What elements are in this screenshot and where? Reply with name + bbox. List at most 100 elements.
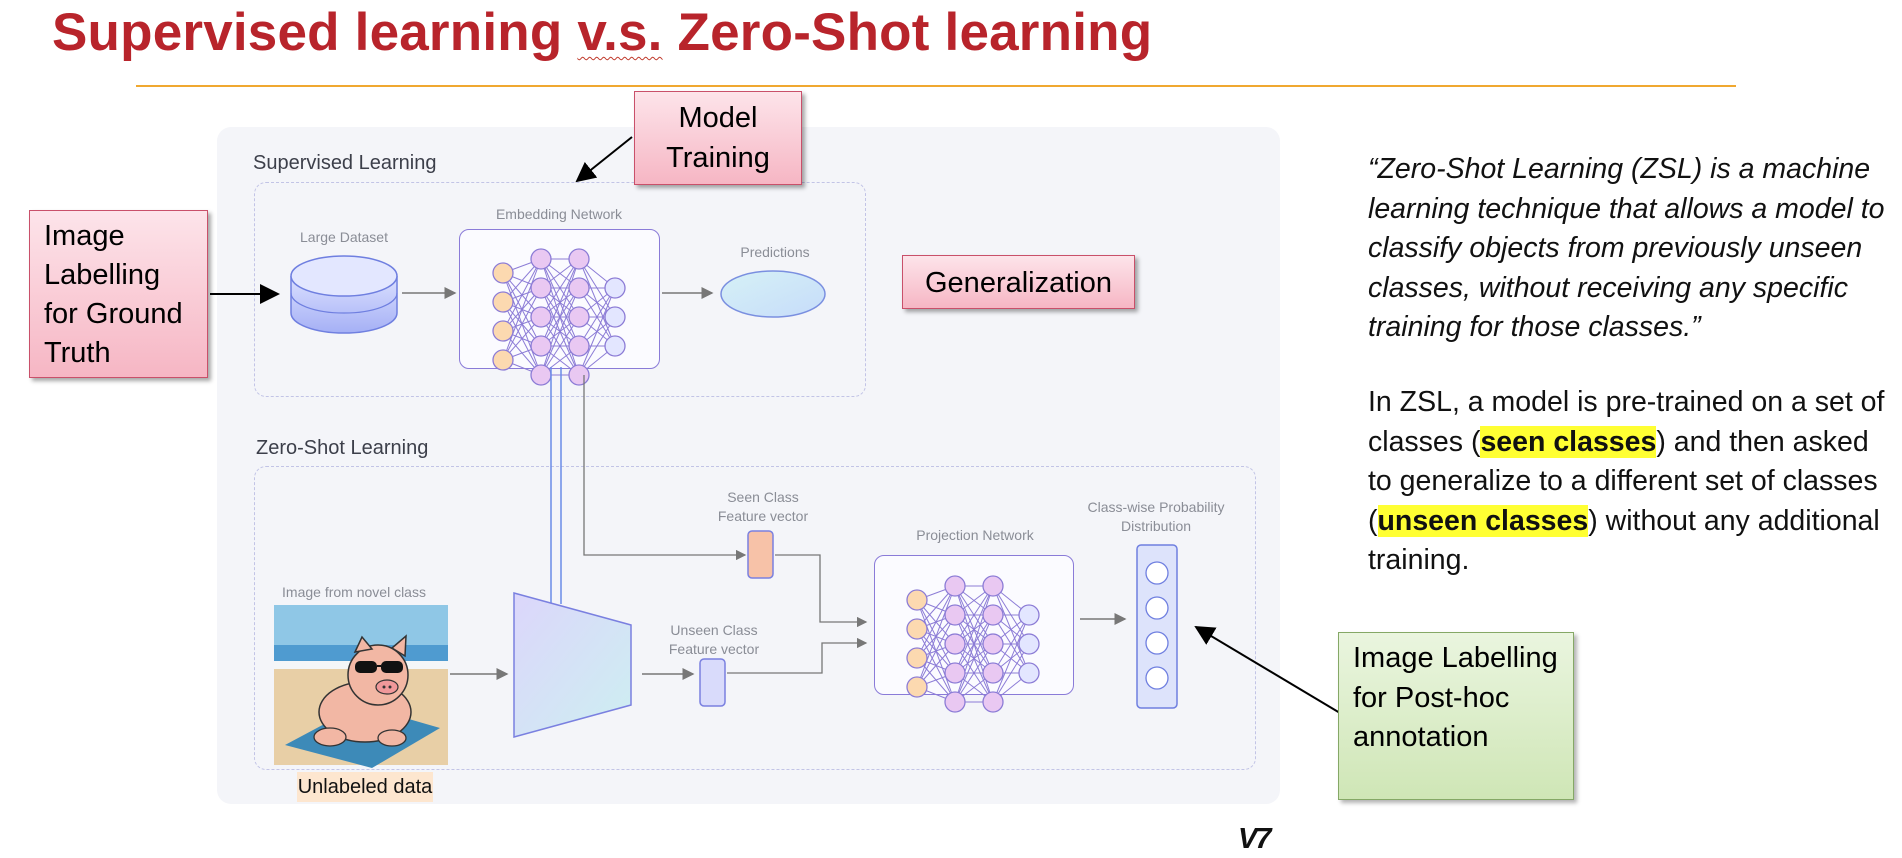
unseen-classes-highlight: unseen classes xyxy=(1377,504,1589,537)
network-edge xyxy=(954,643,994,703)
network-edge xyxy=(916,614,956,688)
title-rule xyxy=(136,85,1736,87)
network-node xyxy=(604,335,626,357)
network-node xyxy=(604,306,626,328)
unlabeled-data-label: Unlabeled data xyxy=(297,772,433,802)
embedding-network-label: Embedding Network xyxy=(495,206,623,222)
network-edge xyxy=(916,585,956,659)
slide-title: Supervised learning v.s. Zero-Shot learn… xyxy=(52,2,1152,63)
network-node xyxy=(492,349,514,371)
network-edge xyxy=(540,316,580,376)
network-node xyxy=(604,277,626,299)
network-node xyxy=(1018,662,1040,684)
network-node xyxy=(492,262,514,284)
network-edge xyxy=(502,258,542,361)
zsl-explanation: In ZSL, a model is pre-trained on a set … xyxy=(1368,383,1898,581)
network-edge xyxy=(502,258,542,332)
posthoc-labelling-callout: Image Labelling for Post-hoc annotation xyxy=(1338,632,1574,800)
para-text-2: ) and then asked to generalize to a diff… xyxy=(1368,425,1878,537)
supervised-region xyxy=(254,182,866,397)
arrow-to-seen-fv xyxy=(583,375,747,561)
network-node xyxy=(982,604,1004,626)
network-edge xyxy=(954,614,994,703)
seen-class-feature-vector-label: Seen Class Feature vector xyxy=(717,489,809,524)
projection-network-graph xyxy=(906,575,1040,713)
network-node xyxy=(982,633,1004,655)
prob-node xyxy=(1145,561,1169,585)
network-edge xyxy=(916,585,956,688)
network-node xyxy=(906,647,928,669)
predictions-label: Predictions xyxy=(740,244,810,260)
zero-shot-region xyxy=(254,466,1256,770)
title-vs: v.s. xyxy=(577,3,663,62)
network-node xyxy=(982,662,1004,684)
seen-classes-highlight: seen classes xyxy=(1480,425,1657,458)
network-node xyxy=(568,335,590,357)
network-node xyxy=(530,364,552,386)
network-node xyxy=(982,691,1004,713)
para-text-3: ) without any additional training. xyxy=(1368,504,1880,577)
predictions-ellipse xyxy=(720,270,826,318)
model-training-callout: Model Training xyxy=(634,91,802,185)
v7-logo: V7 xyxy=(1238,823,1272,855)
para-text-1: In ZSL, a model is pre-trained on a set … xyxy=(1368,386,1885,458)
arrow-unseen-to-projection xyxy=(727,637,868,674)
network-edge xyxy=(992,614,1030,703)
database-icon xyxy=(290,255,398,334)
network-node xyxy=(530,306,552,328)
network-edge xyxy=(540,287,580,376)
network-node xyxy=(568,364,590,386)
title-part1: Supervised learning xyxy=(52,3,578,62)
network-node xyxy=(982,575,1004,597)
network-edge xyxy=(540,258,580,347)
unseen-class-feature-vector-label: Unseen Class Feature vector xyxy=(668,622,760,657)
network-node xyxy=(530,277,552,299)
supervised-learning-label: Supervised Learning xyxy=(253,152,437,174)
network-node xyxy=(568,306,590,328)
ground-truth-labelling-callout: Image Labelling for Ground Truth xyxy=(29,210,208,378)
novel-class-image xyxy=(274,605,448,768)
prob-node xyxy=(1145,631,1169,655)
network-edge xyxy=(578,287,616,376)
network-node xyxy=(944,691,966,713)
network-node xyxy=(944,575,966,597)
network-edge xyxy=(540,258,580,376)
arrow-posthoc-to-distribution xyxy=(1194,625,1341,714)
prob-node xyxy=(1145,666,1169,690)
projection-network-label: Projection Network xyxy=(916,527,1034,543)
network-edge xyxy=(954,585,994,703)
class-probability-label: Class-wise Probability Distribution xyxy=(1087,499,1225,534)
generalization-callout: Generalization xyxy=(902,255,1135,309)
network-node xyxy=(492,320,514,342)
network-node xyxy=(944,604,966,626)
network-node xyxy=(906,618,928,640)
network-node xyxy=(568,277,590,299)
network-edge xyxy=(502,287,542,361)
network-edge xyxy=(540,258,580,318)
network-edge xyxy=(992,643,1030,703)
network-edge xyxy=(578,316,616,376)
large-dataset-label: Large Dataset xyxy=(300,229,388,245)
embedding-network-graph xyxy=(492,248,626,386)
network-node xyxy=(530,248,552,270)
encoder-trapezoid xyxy=(513,592,632,738)
unseen-feature-vector xyxy=(699,658,726,707)
zero-shot-learning-label: Zero-Shot Learning xyxy=(256,437,429,459)
network-edge xyxy=(578,287,616,347)
prob-node xyxy=(1145,596,1169,620)
network-node xyxy=(906,676,928,698)
network-node xyxy=(1018,604,1040,626)
network-node xyxy=(530,335,552,357)
title-part2: Zero-Shot learning xyxy=(662,3,1153,62)
network-node xyxy=(906,589,928,611)
network-node xyxy=(944,633,966,655)
network-edge xyxy=(954,585,994,674)
network-node xyxy=(944,662,966,684)
zsl-definition-quote: “Zero-Shot Learning (ZSL) is a machine l… xyxy=(1368,153,1885,343)
network-node xyxy=(568,248,590,270)
arrow-training-to-network xyxy=(575,136,633,183)
arrow-seen-to-projection xyxy=(775,554,868,628)
network-edge xyxy=(992,614,1030,674)
network-node xyxy=(492,291,514,313)
